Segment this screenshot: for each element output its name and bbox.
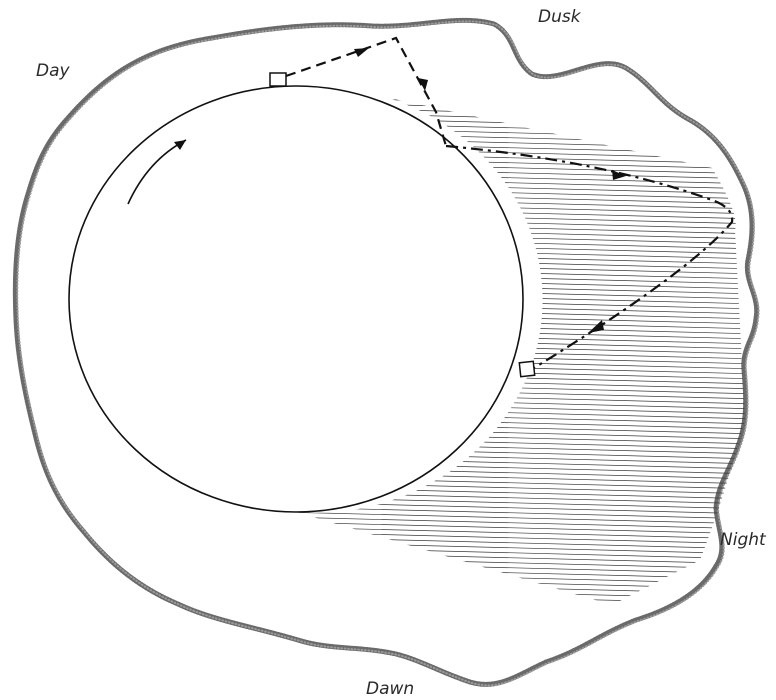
earth-globe [69,86,523,512]
night-label: Night [720,530,767,550]
arrowhead-icon [418,78,428,91]
hatch-line [280,582,760,594]
hatch-line [280,517,760,529]
hatch-line [280,607,760,619]
hatch-line [280,572,760,584]
arrowhead-icon [354,48,369,57]
day-label: Day [36,61,71,81]
hatch-line [280,547,760,559]
hatch-line [280,612,760,624]
hatch-line [280,577,760,589]
hatch-line [280,602,760,614]
hatch-line [280,507,760,519]
hatch-line [280,522,760,534]
square-marker-icon [270,73,286,86]
hatch-line [280,532,760,544]
arrowhead-icon [588,320,604,333]
dusk-label: Dusk [538,7,582,27]
hatch-line [280,527,760,539]
hatch-line [280,557,760,569]
hatch-line [280,542,760,554]
square-marker-icon [519,361,534,376]
hatch-line [280,562,760,574]
hatch-line [280,512,760,524]
hatch-line [280,567,760,579]
hatch-line [280,537,760,549]
dawn-label: Dawn [366,679,414,699]
hatch-line [280,552,760,564]
